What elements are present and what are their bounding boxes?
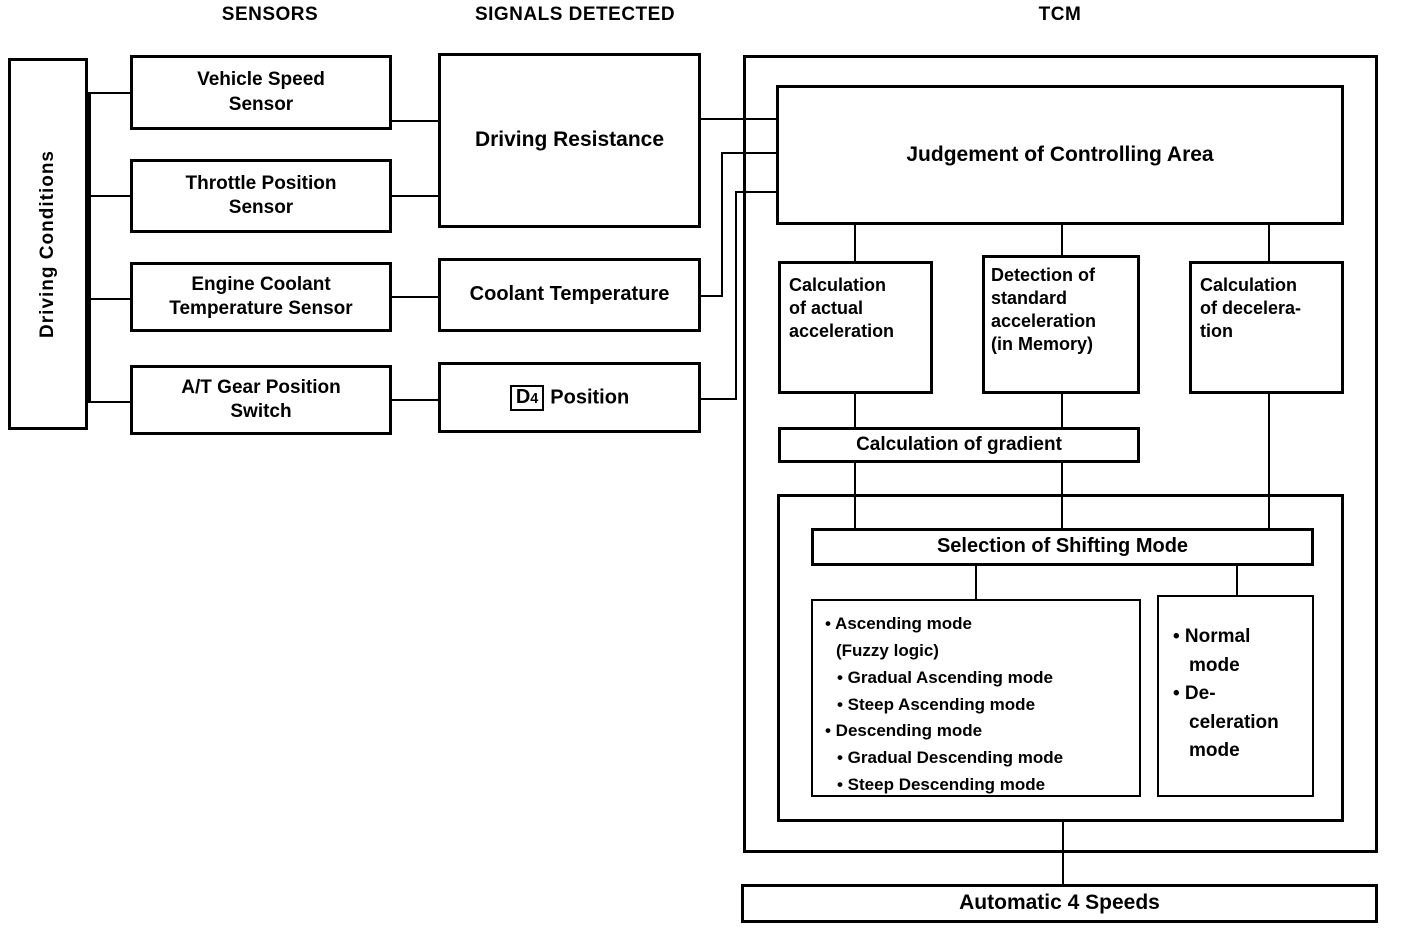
mode-item: • Steep Descending mode: [837, 775, 1046, 795]
calc-actual-line1: Calculation: [789, 275, 887, 295]
connector-sensor2-to-driving-resistance: [392, 195, 440, 197]
detection-of-standard-acceleration-box: Detection of standard acceleration (in M…: [982, 255, 1140, 394]
connector-d4-out-h1: [701, 398, 737, 400]
shifting-modes-left-list: • Ascending mode (Fuzzy logic) • Gradual…: [813, 601, 1073, 799]
sensor-label-line1: Vehicle Speed: [197, 69, 325, 91]
connector-gradient-down-left: [854, 463, 856, 531]
shifting-modes-right-list: • Normal mode • De- celeration mode: [1159, 597, 1285, 766]
connector-dc-to-sensor-3: [88, 298, 132, 300]
calc-deceleration-line1: Calculation: [1200, 275, 1298, 295]
mode-item: • De-: [1173, 683, 1216, 704]
connector-gradient-down-right: [1061, 463, 1063, 531]
detection-standard-line2: standard: [991, 288, 1068, 309]
sensor-box-engine-coolant-temperature-sensor: Engine Coolant Temperature Sensor: [130, 262, 392, 332]
sensor-label-line1: Engine Coolant: [191, 273, 331, 295]
judgement-label: Judgement of Controlling Area: [906, 142, 1214, 166]
d4-badge-letter: D: [515, 385, 531, 408]
detection-standard-line4: (in Memory): [991, 334, 1094, 355]
signal-label: Driving Resistance: [474, 128, 665, 152]
calc-actual-line3: acceleration: [789, 321, 895, 342]
mode-item: • Ascending mode: [825, 614, 973, 633]
connector-selection-to-modes-left: [975, 566, 977, 599]
column-header-sensors: SENSORS: [221, 4, 319, 25]
connector-dc-to-sensor-2: [88, 195, 132, 197]
mode-item: mode: [1189, 740, 1240, 761]
sensor-label-line2: Temperature Sensor: [169, 298, 353, 319]
connector-dc-to-sensor-4: [88, 401, 132, 403]
connector-detection-standard-to-gradient: [1061, 394, 1063, 427]
sensor-box-throttle-position-sensor: Throttle Position Sensor: [130, 159, 392, 233]
driving-conditions-label: Driving Conditions: [37, 150, 58, 338]
shifting-mode-container: [777, 494, 1344, 822]
sensor-label-line2: Switch: [230, 401, 292, 422]
connector-deceleration-down: [1268, 394, 1270, 531]
connector-judgement-to-detection-standard: [1061, 225, 1063, 255]
driving-conditions-box: Driving Conditions: [8, 58, 88, 430]
detection-standard-line1: Detection of: [991, 265, 1096, 285]
output-label: Automatic 4 Speeds: [959, 891, 1160, 915]
connector-ct-out-h1: [701, 295, 723, 297]
shifting-modes-right-box: • Normal mode • De- celeration mode: [1157, 595, 1314, 797]
judgement-of-controlling-area-box: Judgement of Controlling Area: [776, 85, 1344, 225]
mode-item: • Gradual Descending mode: [837, 748, 1064, 768]
connector-ct-out-h2: [721, 152, 776, 154]
connector-judgement-to-calc-actual: [854, 225, 856, 261]
connector-ct-out-v: [721, 152, 723, 297]
calculation-of-gradient-box: Calculation of gradient: [778, 427, 1140, 463]
mode-item: • Descending mode: [825, 721, 983, 741]
connector-sensor3-to-coolant-temperature: [392, 296, 440, 298]
column-header-tcm: TCM: [1038, 4, 1082, 25]
selection-of-shifting-mode-box: Selection of Shifting Mode: [811, 528, 1314, 566]
sensor-label-line1: A/T Gear Position: [181, 376, 341, 398]
connector-d4-out-h2: [735, 191, 776, 193]
d4-position-label: Position: [550, 385, 630, 408]
calc-gradient-label: Calculation of gradient: [856, 433, 1062, 455]
connector-dr-out-h: [701, 118, 776, 120]
sensor-label-line2: Sensor: [228, 197, 294, 218]
calculation-of-deceleration-box: Calculation of decelera- tion: [1189, 261, 1344, 394]
mode-item: celeration: [1189, 711, 1279, 733]
detection-standard-line3: acceleration: [991, 311, 1097, 332]
selection-shifting-mode-label: Selection of Shifting Mode: [936, 535, 1189, 558]
d4-badge-sub: 4: [530, 390, 539, 407]
calculation-of-actual-acceleration-box: Calculation of actual acceleration: [778, 261, 933, 394]
connector-judgement-to-calc-deceleration: [1268, 225, 1270, 261]
column-header-signals-detected: SIGNALS DETECTED: [474, 4, 676, 25]
mode-item: • Normal: [1173, 626, 1251, 647]
mode-item: • Gradual Ascending mode: [837, 667, 1053, 687]
mode-item: mode: [1189, 654, 1240, 676]
signal-label: Coolant Temperature: [469, 283, 670, 306]
connector-sensor1-to-driving-resistance: [392, 120, 440, 122]
mode-item: • Steep Ascending mode: [837, 694, 1036, 714]
tcm-outer-container: [743, 55, 1378, 853]
calc-deceleration-line2: of decelera-: [1200, 298, 1302, 319]
connector-dc-to-sensor-1: [88, 92, 132, 94]
signal-box-driving-resistance: Driving Resistance: [438, 53, 701, 228]
d4-badge: D4: [509, 384, 545, 411]
connector-dc-bus-vertical: [88, 92, 91, 402]
connector-selection-to-modes-right: [1236, 566, 1238, 599]
calc-deceleration-line3: tion: [1200, 321, 1233, 342]
shifting-modes-left-box: • Ascending mode (Fuzzy logic) • Gradual…: [811, 599, 1141, 797]
signal-box-coolant-temperature: Coolant Temperature: [438, 258, 701, 332]
automatic-4-speeds-box: Automatic 4 Speeds: [741, 884, 1378, 923]
sensor-box-vehicle-speed-sensor: Vehicle Speed Sensor: [130, 55, 392, 130]
sensor-label-line1: Throttle Position: [185, 172, 337, 194]
connector-calc-actual-to-gradient: [854, 394, 856, 427]
sensor-box-at-gear-position-switch: A/T Gear Position Switch: [130, 365, 392, 435]
connector-sensor4-to-d4-position: [392, 399, 440, 401]
mode-item: (Fuzzy logic): [836, 640, 939, 660]
sensor-label-line2: Sensor: [228, 93, 294, 115]
connector-d4-out-v: [735, 191, 737, 400]
connector-shifting-container-to-output: [1062, 822, 1064, 885]
calc-actual-line2: of actual: [789, 298, 864, 319]
